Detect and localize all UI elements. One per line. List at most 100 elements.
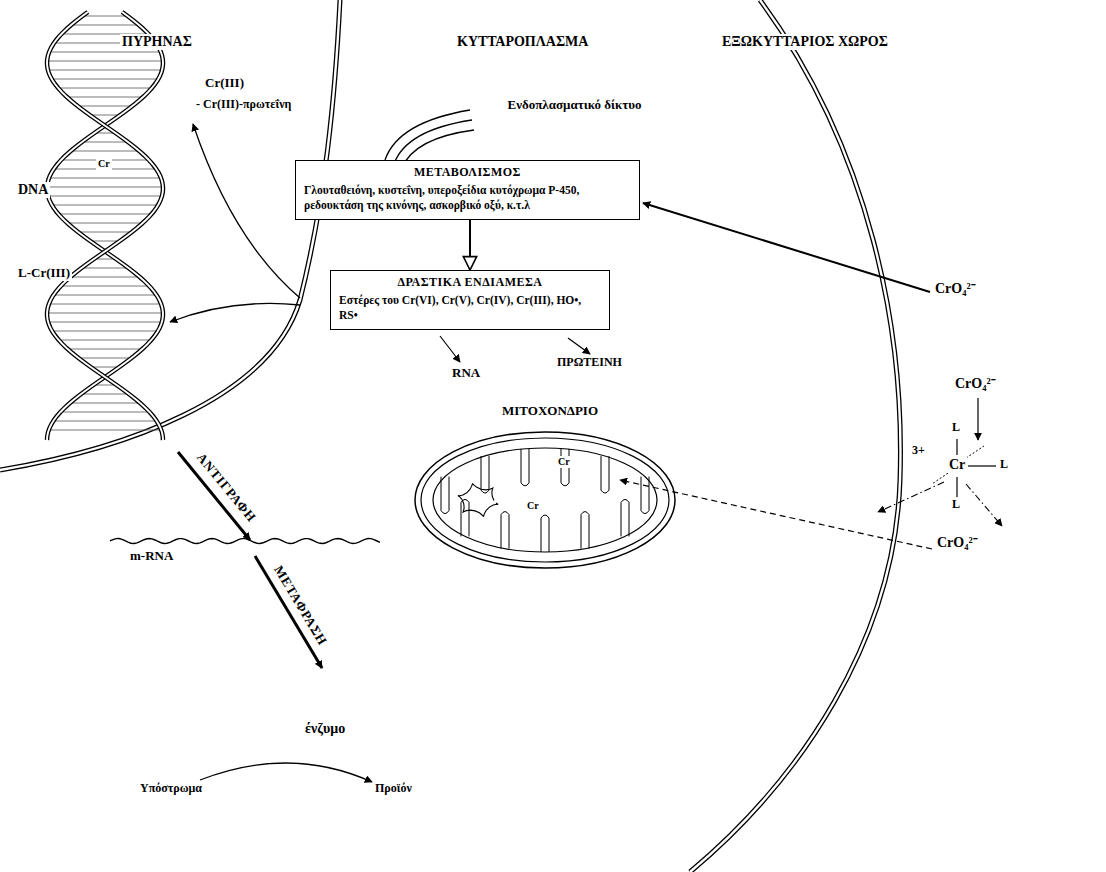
base-pair xyxy=(71,151,140,152)
mitochondrion-outer xyxy=(421,438,669,562)
base-pair xyxy=(90,241,120,242)
organelle-label: Ενδοπλασματικό δίκτυο xyxy=(500,98,649,113)
ligand-label: L xyxy=(950,498,962,512)
base-pair xyxy=(48,196,162,197)
chromium-label: Cr(III) xyxy=(203,76,246,91)
base-pair xyxy=(67,97,143,98)
base-pair xyxy=(82,16,127,17)
mitochondrion-cristae xyxy=(441,449,649,552)
process-label: ΑΝΤΙΓΡΑΦΗ xyxy=(192,449,260,527)
crista-fold xyxy=(621,499,629,536)
dna-strand xyxy=(47,12,163,440)
mrna-label: m-RNA xyxy=(128,549,175,564)
organelle-label: ΜΙΤΟΧΟΝΔΡΙΟ xyxy=(500,404,600,419)
box-body: Εστέρες του Cr(VI), Cr(V), Cr(IV), Cr(II… xyxy=(339,293,601,323)
region-heading: ΕΞΩΚΥΤΤΑΡΙΟΣ ΧΩΡΟΣ xyxy=(720,34,890,50)
base-pair xyxy=(60,412,149,413)
crista-fold xyxy=(521,449,529,486)
chromium-label: Cr xyxy=(525,500,541,512)
dna-strand-inner xyxy=(47,12,163,440)
base-pair xyxy=(58,88,152,89)
chromium-label: Cr xyxy=(947,457,967,473)
enzyme-label: ένζυμο xyxy=(303,721,347,737)
dna-strand xyxy=(47,12,163,440)
crista-fold xyxy=(441,477,449,514)
mitochondrion-outer xyxy=(415,432,675,568)
dna-label: DNA xyxy=(16,182,50,198)
dna-strand-inner xyxy=(47,12,163,440)
base-pair xyxy=(81,394,129,395)
region-heading: ΠΥΡΗΝΑΣ xyxy=(120,34,194,50)
crista-fold xyxy=(501,512,509,549)
ligand-wedge xyxy=(932,473,948,484)
ligand-bond xyxy=(956,439,957,455)
ligand-wedge xyxy=(966,446,984,458)
base-pair xyxy=(68,349,143,350)
base-pair xyxy=(71,25,139,26)
base-pair xyxy=(70,277,139,278)
base-pair xyxy=(49,52,161,53)
dna-binding-arrow xyxy=(193,124,300,298)
protein-label: ΠΡΩΤΕΙΝΗ xyxy=(555,356,624,370)
base-pair xyxy=(53,421,156,422)
chromate-label: CrO₄²⁻ xyxy=(933,281,978,297)
cell-membrane-inner xyxy=(690,0,900,872)
chromate-label: CrO₄²⁻ xyxy=(953,376,998,392)
base-pair xyxy=(58,214,151,215)
base-pair xyxy=(61,286,149,287)
process-label: ΜΕΤΑΦΡΑΣΗ xyxy=(269,562,331,651)
flow-arrow xyxy=(469,220,471,270)
mitochondrion-inner xyxy=(433,448,657,552)
rna-arrow xyxy=(440,336,460,362)
box-heading: ΜΕΤΑΒΟΛΙΣΜΟΣ xyxy=(304,165,631,180)
base-pair xyxy=(47,187,163,188)
endoplasmic-reticulum xyxy=(394,120,472,164)
base-pair xyxy=(78,358,131,359)
base-pair xyxy=(49,304,161,305)
complex-exit-arrow xyxy=(966,484,1002,526)
base-pair xyxy=(47,61,163,62)
rna-label: RNA xyxy=(450,366,482,381)
process-box: ΜΕΤΑΒΟΛΙΣΜΟΣ Γλουταθειόνη, κυστεΐνη, υπερ… xyxy=(295,160,640,220)
base-pair xyxy=(52,79,159,80)
product-label: Προϊόν xyxy=(373,782,414,796)
base-pair xyxy=(59,340,152,341)
base-pair xyxy=(49,178,161,179)
base-pair xyxy=(52,205,158,206)
mrna-strand xyxy=(110,539,380,544)
process-box: ΔΡΑΣΤΙΚΑ ΕΝΔΙΑΜΕΣΑ Εστέρες του Cr(VI), Cr… xyxy=(330,270,610,330)
base-pair xyxy=(48,322,162,323)
charge-label: 3+ xyxy=(910,444,927,458)
crista-fold xyxy=(541,515,549,552)
box-heading: ΔΡΑΣΤΙΚΑ ΕΝΔΙΑΜΕΣΑ xyxy=(339,275,601,290)
ligand-label: L xyxy=(950,421,962,435)
base-pair xyxy=(82,142,128,143)
box-body: Γλουταθειόνη, κυστεΐνη, υπεροξείδια κυτό… xyxy=(304,183,631,213)
base-pair xyxy=(70,403,140,404)
dna-binding-arrow xyxy=(170,303,300,322)
crista-fold xyxy=(581,512,589,549)
base-pair xyxy=(78,232,132,233)
ligand-label: L xyxy=(998,458,1010,472)
base-pair xyxy=(49,430,162,431)
ligand-bond xyxy=(968,465,996,466)
ligand-bond xyxy=(956,477,957,497)
protein-arrow xyxy=(568,338,590,354)
chromate-label: CrO₄²⁻ xyxy=(935,535,980,551)
chromium-label: Cr xyxy=(96,158,112,170)
base-pair xyxy=(47,313,163,314)
region-heading: ΚΥΤΤΑΡΟΠΛΑΣΜΑ xyxy=(455,34,590,50)
base-pair xyxy=(48,70,162,71)
crista-fold xyxy=(601,456,609,493)
base-pair xyxy=(82,268,129,269)
base-pair xyxy=(78,106,133,107)
base-pair xyxy=(67,223,142,224)
base-pair xyxy=(52,331,158,332)
chromium-label: L-Cr(III) xyxy=(16,266,72,281)
enzyme-reaction-arrow xyxy=(200,763,372,782)
chromium-label: Cr xyxy=(556,456,572,468)
uptake-arrow xyxy=(643,203,930,292)
